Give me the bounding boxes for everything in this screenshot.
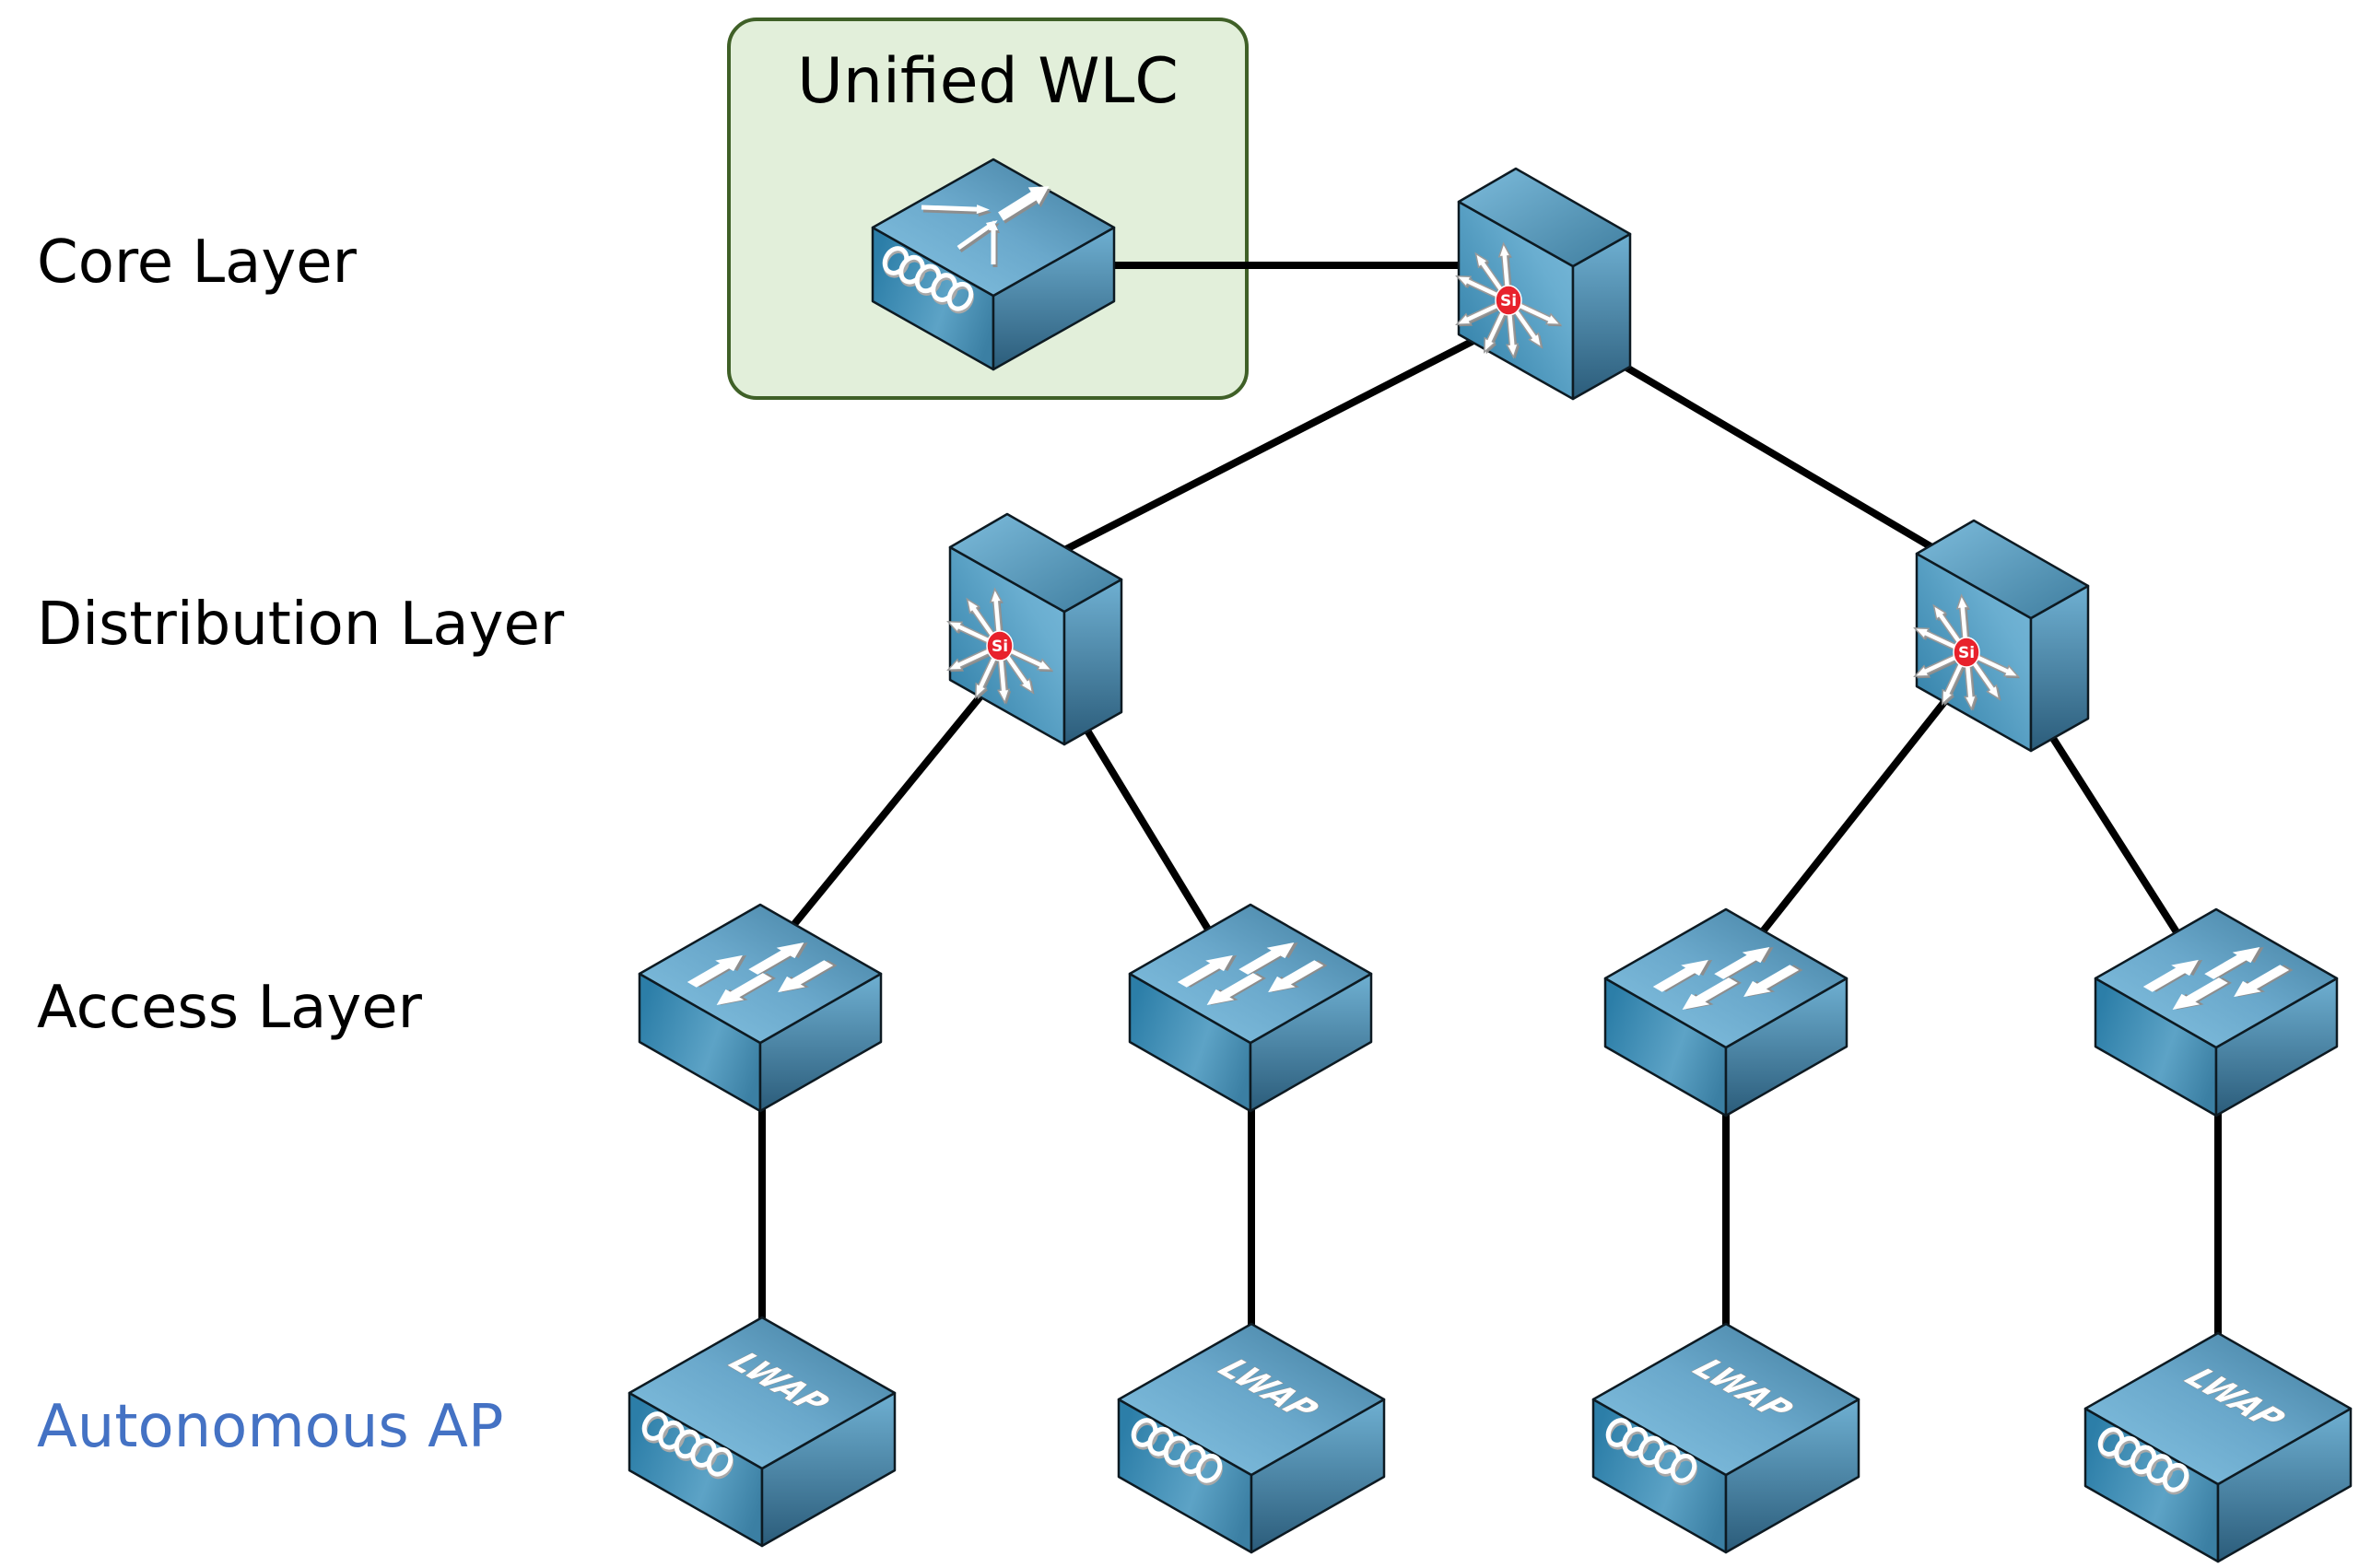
si-badge-text: Si bbox=[1958, 644, 1975, 662]
dist1-device[interactable]: Si bbox=[945, 512, 1123, 746]
top-face bbox=[1117, 1322, 1386, 1477]
si-badge bbox=[1495, 285, 1522, 316]
top-face bbox=[1457, 167, 1632, 268]
routing-arrows-icon: Si bbox=[946, 587, 1054, 705]
lwap-icon: LWAP bbox=[628, 1316, 897, 1548]
top-face bbox=[1591, 1322, 1860, 1477]
lwap-icon: LWAP bbox=[2083, 1331, 2353, 1563]
layer-label-distribution: Distribution Layer bbox=[37, 591, 565, 659]
wireless-chain-icon bbox=[2097, 1427, 2190, 1495]
switching-arrows-icon bbox=[687, 942, 838, 1006]
link-dist1-acc1 bbox=[770, 664, 1008, 952]
dist2-device[interactable]: Si bbox=[1912, 519, 2090, 753]
switching-arrows-icon bbox=[1177, 942, 1328, 1006]
ap1-device[interactable]: LWAP bbox=[628, 1316, 897, 1548]
routing-arrows-icon: Si bbox=[1913, 593, 2021, 711]
wireless-chain-icon bbox=[1131, 1418, 1224, 1486]
wireless-chain-icon bbox=[882, 246, 975, 314]
wireless-chain-icon bbox=[641, 1411, 734, 1480]
top-face bbox=[1915, 519, 2090, 620]
ap3-device[interactable]: LWAP bbox=[1591, 1322, 1860, 1554]
multilayer-switch-icon: Si bbox=[1455, 167, 1632, 401]
switching-arrows-icon bbox=[1652, 946, 1803, 1011]
core1-device[interactable]: Si bbox=[1454, 167, 1632, 401]
layer-label-access: Access Layer bbox=[37, 974, 423, 1042]
ap4-device[interactable]: LWAP bbox=[2083, 1331, 2353, 1563]
switch-icon bbox=[1603, 907, 1848, 1117]
layer-label-core: Core Layer bbox=[37, 228, 358, 297]
layer-label-autonomous-ap: Autonomous AP bbox=[37, 1393, 503, 1461]
top-face bbox=[2094, 907, 2339, 1049]
acc3-device[interactable] bbox=[1603, 907, 1848, 1117]
link-core1-dist1 bbox=[1034, 321, 1508, 568]
link-dist2-acc3 bbox=[1738, 664, 1976, 961]
multilayer-switch-icon: Si bbox=[946, 512, 1123, 746]
routing-arrows-icon: Si bbox=[1455, 241, 1563, 359]
link-dist1-acc2 bbox=[1065, 697, 1229, 961]
link-dist2-acc4 bbox=[2031, 707, 2197, 961]
wlc-icon bbox=[871, 158, 1116, 371]
lwap-icon: LWAP bbox=[1591, 1322, 1860, 1554]
top-face bbox=[1603, 907, 1848, 1049]
ap2-device[interactable]: LWAP bbox=[1117, 1322, 1386, 1554]
top-face bbox=[948, 512, 1123, 614]
switch-icon bbox=[2094, 907, 2339, 1117]
si-badge bbox=[1953, 637, 1980, 668]
si-badge-text: Si bbox=[1500, 292, 1517, 310]
acc1-device[interactable] bbox=[638, 903, 883, 1113]
si-badge-text: Si bbox=[992, 638, 1008, 656]
multilayer-switch-icon: Si bbox=[1913, 519, 2090, 753]
acc4-device[interactable] bbox=[2094, 907, 2339, 1117]
lwap-icon: LWAP bbox=[1117, 1322, 1386, 1554]
wireless-chain-icon bbox=[1605, 1418, 1698, 1486]
top-face bbox=[2083, 1331, 2353, 1486]
link-core1-dist2 bbox=[1594, 346, 1963, 568]
switch-icon bbox=[638, 903, 883, 1113]
top-face bbox=[628, 1316, 897, 1470]
wlc-device[interactable] bbox=[871, 158, 1116, 371]
controller-arrows-icon bbox=[921, 186, 1051, 267]
switch-icon bbox=[1128, 903, 1373, 1113]
si-badge bbox=[986, 630, 1014, 661]
acc2-device[interactable] bbox=[1128, 903, 1373, 1113]
links bbox=[758, 262, 2222, 1363]
unified-wlc-title: Unified WLC bbox=[797, 45, 1179, 118]
switching-arrows-icon bbox=[2142, 946, 2294, 1011]
